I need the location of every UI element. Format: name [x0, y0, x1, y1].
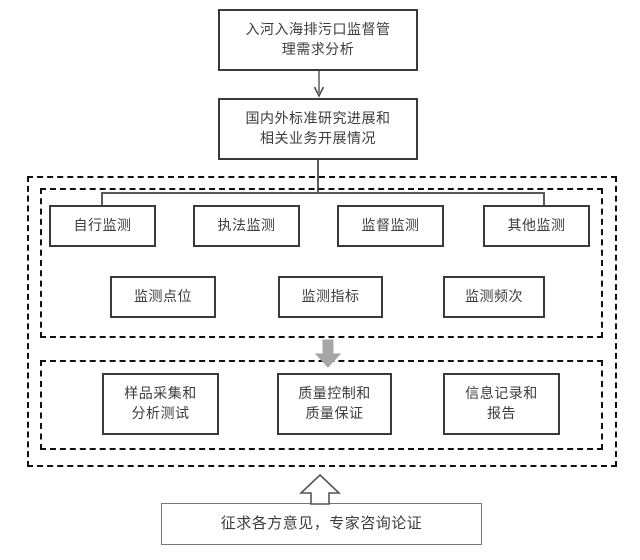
monitoring-param-box-indicators: 监测指标: [278, 276, 383, 318]
monitoring-plan-group: [40, 188, 603, 338]
monitoring-type-box-other: 其他监测: [483, 205, 590, 247]
process-step-box-reporting: 信息记录和 报告: [443, 373, 560, 435]
monitoring-param-box-frequency: 监测频次: [443, 276, 545, 318]
arrow-down-icon-1: [313, 71, 325, 98]
outlined-block-arrow-up-icon: [298, 473, 342, 505]
connector-bus-horizontal: [101, 192, 544, 194]
process-step-box-sampling: 样品采集和 分析测试: [102, 373, 219, 435]
expert-consultation-box: 征求各方意见，专家咨询论证: [161, 503, 482, 545]
monitoring-type-box-supervision: 监督监测: [337, 205, 444, 247]
standards-research-box: 国内外标准研究进展和 相关业务开展情况: [218, 98, 418, 160]
connector-drop-4: [543, 192, 545, 205]
requirement-analysis-box: 入河入海排污口监督管 理需求分析: [218, 9, 418, 71]
monitoring-framework-group: [27, 176, 617, 467]
monitoring-type-box-enforcement: 执法监测: [193, 205, 300, 247]
quality-process-group: [40, 360, 603, 450]
process-step-box-quality: 质量控制和 质量保证: [277, 373, 392, 435]
gray-block-arrow-down-icon: [314, 339, 342, 368]
connector-drop-1: [101, 192, 103, 205]
connector-second-to-group: [317, 160, 319, 192]
monitoring-type-box-self: 自行监测: [49, 205, 156, 247]
monitoring-param-box-points: 监测点位: [110, 276, 216, 318]
